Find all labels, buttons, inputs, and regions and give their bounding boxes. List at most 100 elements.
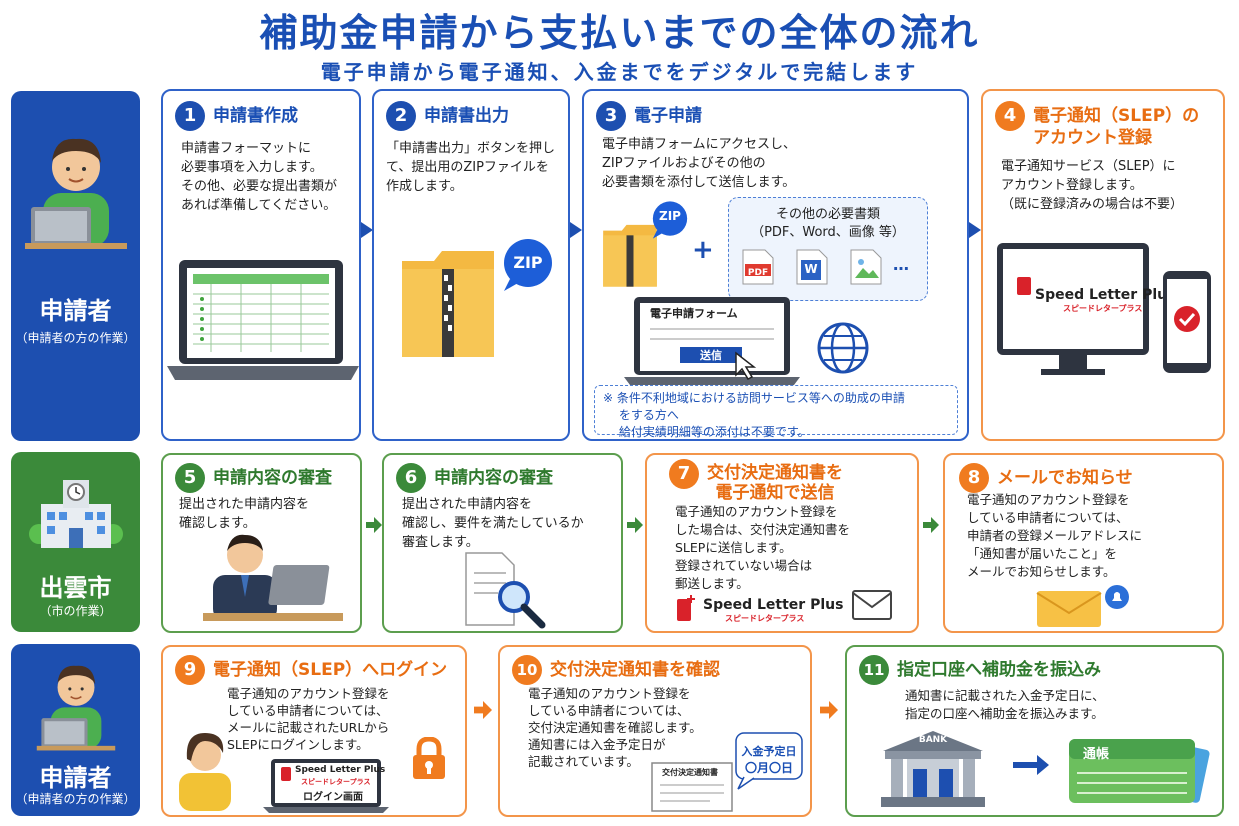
step-header: 2 申請書出力: [386, 101, 509, 131]
staff-laptop-icon: [203, 534, 343, 621]
step-5-card: 5 申請内容の審査 提出された申請内容を 確認します。: [161, 453, 362, 633]
step-header: 3 電子申請: [596, 101, 702, 131]
globe-icon: [817, 322, 869, 374]
laptop-form-icon: [624, 297, 800, 385]
docs-title: その他の必要書類: [775, 207, 880, 222]
step-title: 指定口座へ補助金を振込み: [897, 660, 1101, 680]
step-text: 電子申請フォームにアクセスし、 ZIPファイルおよびその他の 必要書類を添付して…: [602, 137, 796, 190]
step-text: 「申請書出力」ボタンを押し て、提出用のZIPファイルを 作成します。: [386, 141, 556, 194]
date-title: 入金予定日: [741, 745, 797, 758]
step-7-card: 7 交付決定通知書を 電子通知で送信 電子通知のアカウント登録を した場合は、交…: [645, 453, 919, 633]
step-text: 電子通知のアカウント登録を している申請者については、 交付決定通知書を確認しま…: [528, 686, 702, 769]
step-title: メールでお知らせ: [997, 468, 1133, 488]
more-label: …: [893, 255, 909, 274]
step-title: 申請書出力: [424, 106, 509, 126]
slep-kana: スピードレタープラス: [725, 614, 805, 623]
note-box: ※ 条件不利地域における訪問サービス等への助成の申請 をする方へ 給付実績明細等…: [594, 385, 958, 439]
step-header: 4 電子通知（SLEP）の アカウント登録: [995, 101, 1199, 149]
step-text: 電子通知のアカウント登録を している申請者については、 メールに記載されたURL…: [227, 686, 390, 752]
step-number: 4: [995, 101, 1025, 131]
step-3-card: 3 電子申請 電子申請フォームにアクセスし、 ZIPファイルおよびその他の 必要…: [582, 89, 969, 441]
zip-bubble-icon: [504, 239, 552, 291]
bank-icon: [881, 731, 985, 807]
step-number: 9: [175, 655, 205, 685]
step-number: 2: [386, 101, 416, 131]
step-2-card: 2 申請書出力 「申請書出力」ボタンを押し て、提出用のZIPファイルを 作成し…: [372, 89, 570, 441]
arrow-right-icon: [570, 222, 582, 238]
step-title: 申請内容の審査: [213, 468, 332, 488]
step-title: 交付決定通知書を確認: [550, 660, 720, 680]
arrow-right-icon: [969, 222, 981, 238]
step-header: 8 メールでお知らせ: [959, 463, 1133, 493]
docs-icons: PDF W …: [729, 242, 927, 288]
step-6-card: 6 申請内容の審査 提出された申請内容を 確認し、要件を満たしているか 審査しま…: [382, 453, 623, 633]
document-magnifier-icon: [465, 552, 546, 629]
step-text: 提出された申請内容を 確認し、要件を満たしているか 審査します。: [402, 497, 584, 550]
bank-label: BANK: [918, 735, 948, 745]
zip-folder-icon: [603, 224, 657, 287]
plus-sign: +: [692, 235, 714, 265]
role-name: 出雲市: [39, 574, 112, 602]
slep-name: Speed Letter Plus: [1035, 287, 1176, 303]
envelope-icon: [852, 590, 892, 620]
woman-laptop-icon: [179, 733, 389, 813]
arrow-right-icon: [627, 517, 643, 533]
step-title: 電子通知（SLEP）の アカウント登録: [1033, 106, 1200, 148]
role-applicant-1: 申請者 （申請者の方の作業）: [11, 91, 140, 441]
step-number: 5: [175, 463, 205, 493]
role-applicant-2: 申請者 （申請者の方の作業）: [11, 644, 140, 816]
arrow-right-icon: [1013, 755, 1049, 775]
role-name: 申請者: [39, 764, 112, 792]
slep-logo-icon: [677, 595, 695, 621]
pdf-file-icon: [742, 249, 774, 285]
step-1-card: 1 申請書作成 申請書フォーマットに 必要事項を入力します。 その他、必要な提出…: [161, 89, 361, 441]
zip-bubble-icon: [652, 201, 688, 239]
step-text: 電子通知サービス（SLEP）に アカウント登録します。 （既に登録済みの場合は不…: [1001, 159, 1184, 212]
step-number: 7: [669, 459, 699, 489]
zip-label: ZIP: [659, 209, 681, 223]
step-title: 電子申請: [634, 106, 702, 126]
pdf-label: PDF: [747, 268, 769, 278]
docs-sub: （PDF、Word、画像 等）: [751, 225, 905, 240]
person-laptop-icon: [25, 138, 127, 249]
person-laptop-icon: [36, 665, 116, 751]
notice-document-icon: [651, 762, 733, 812]
slep-name-small: Speed Letter Plus: [295, 765, 386, 775]
send-button: 送信: [700, 349, 722, 362]
step-title: 申請書作成: [213, 106, 298, 126]
role-sub: （申請者の方の作業）: [15, 792, 136, 806]
other-docs-box: その他の必要書類 （PDF、Word、画像 等） PDF W …: [728, 197, 928, 301]
role-city: 出雲市 （市の作業）: [11, 452, 140, 632]
step-header: 6 申請内容の審査: [396, 463, 553, 493]
mail-notification-icon: [1036, 585, 1129, 627]
zip-folder-icon: [402, 251, 494, 357]
page-subtitle: 電子申請から電子通知、入金までをデジタルで完結します: [320, 60, 919, 84]
page-title: 補助金申請から支払いまでの全体の流れ: [259, 11, 980, 55]
passbook-label: 通帳: [1083, 747, 1110, 762]
step-10-card: 10 交付決定通知書を確認 電子通知のアカウント登録を している申請者については…: [498, 645, 812, 817]
form-title: 電子申請フォーム: [650, 307, 738, 320]
role-name: 申請者: [39, 297, 112, 325]
smartphone-check-icon: [1163, 271, 1211, 373]
city-hall-icon: [29, 480, 123, 548]
slep-name: Speed Letter Plus: [703, 597, 844, 613]
word-file-icon: [796, 249, 828, 285]
arrow-right-icon: [366, 517, 382, 533]
step-header: 10 交付決定通知書を確認: [512, 655, 720, 685]
slep-kana: スピードレタープラス: [1063, 304, 1143, 313]
step-header: 5 申請内容の審査: [175, 463, 332, 493]
date-value: 〇月〇日: [744, 761, 793, 775]
step-text: 電子通知のアカウント登録を した場合は、交付決定通知書を SLEPに送信します。…: [675, 504, 851, 591]
step-text: 申請書フォーマットに 必要事項を入力します。 その他、必要な提出書類が あれば準…: [181, 141, 338, 213]
step-text: 電子通知のアカウント登録を している申請者については、 申請者の登録メールアドレ…: [967, 492, 1143, 579]
notice-doc-label: 交付決定通知書: [662, 768, 718, 777]
laptop-spreadsheet-icon: [167, 260, 359, 380]
step-number: 10: [512, 655, 542, 685]
step-header: 9 電子通知（SLEP）へログイン: [175, 655, 447, 685]
zip-label: ZIP: [513, 253, 543, 272]
arrow-right-icon: [474, 701, 492, 719]
role-sub: （申請者の方の作業）: [15, 331, 136, 345]
login-screen-label: ログイン画面: [303, 792, 363, 803]
role-sub: （市の作業）: [39, 604, 112, 618]
